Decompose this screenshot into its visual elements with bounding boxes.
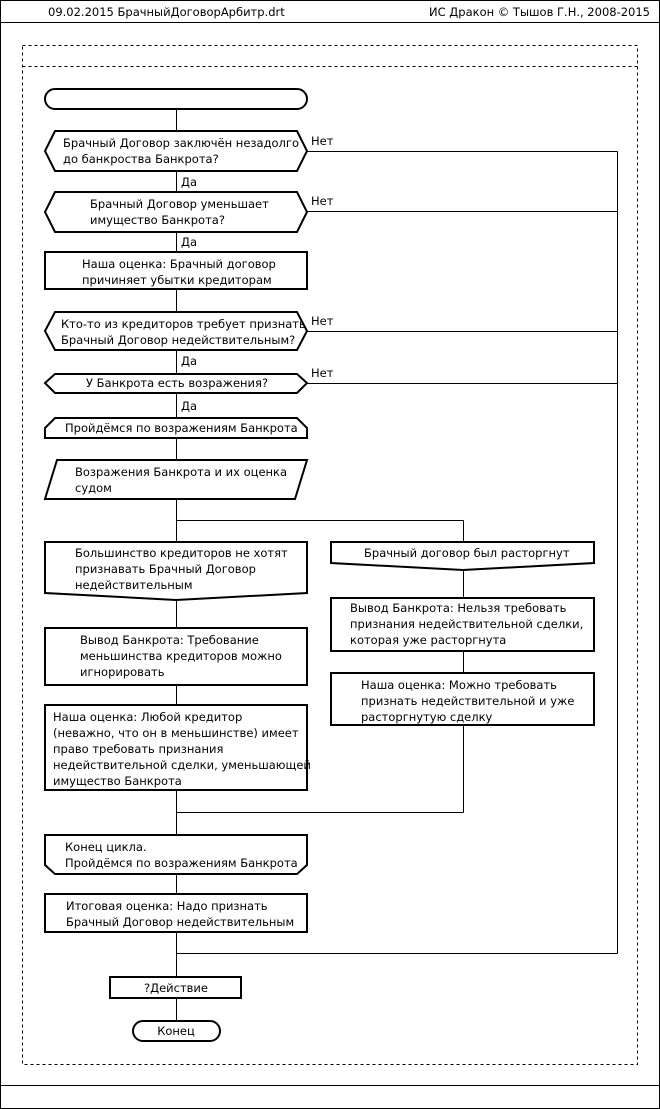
header-copyright-label: ИС Дракон © Тышов Г.Н., 2008-2015: [429, 5, 650, 19]
case2-a2-text-line: расторгнутую сделку: [361, 710, 493, 724]
case1-a1-text-line: игнорировать: [80, 665, 165, 679]
no-label: Нет: [311, 194, 334, 208]
case2-a1-text-line: Вывод Банкрота: Нельзя требовать: [350, 601, 567, 615]
a1-text-line: Наша оценка: Брачный договор: [82, 257, 276, 271]
yes-label: Да: [181, 399, 197, 413]
action-placeholder: [109, 976, 242, 999]
final-text-line: Итоговая оценка: Надо признать: [66, 899, 268, 913]
loop-end: [44, 834, 308, 875]
case1-text-line: Большинство кредиторов не хотят: [75, 546, 288, 560]
q2-text-line: Брачный Договор уменьшает: [90, 197, 269, 211]
action-our-assessment-terminated: [330, 672, 595, 726]
q3-text-line: Брачный Договор недействительным?: [61, 333, 295, 347]
loop-end-text-line: Конец цикла.: [65, 840, 147, 854]
dashed-border: [22, 45, 638, 1065]
io-text-line: судом: [75, 481, 112, 495]
title-icon: [43, 88, 309, 110]
case1-a2-text-line: (неважно, что он в меньшинстве) имеет: [53, 726, 299, 740]
io-objections: [43, 459, 309, 500]
no-label: Нет: [311, 314, 334, 328]
branch-labels: Да Да Да Да Нет Нет Нет Нет: [181, 134, 334, 413]
diagram-texts: Брачный Договор заключён незадолго до бан…: [53, 136, 583, 1038]
case2-a1-text-line: которая уже расторгнута: [350, 633, 506, 647]
action-bankrupt-conclusion-2: [330, 597, 595, 652]
action-our-assessment-losses: [44, 251, 308, 290]
end-terminator: [131, 1020, 222, 1042]
case1-a2-text-line: имущество Банкрота: [53, 774, 182, 788]
case1-text-line: недействительным: [75, 578, 193, 592]
header-file-label: 09.02.2015 БрачныйДоговорАрбитр.drt: [48, 5, 285, 19]
case1-a1-text-line: Вывод Банкрота: Требование: [80, 633, 259, 647]
case1-a2-text-line: Наша оценка: Любой кредитор: [53, 710, 242, 724]
q3-text-line: Кто-то из кредиторов требует признать: [61, 317, 306, 331]
q2-text-line: имущество Банкрота?: [90, 213, 225, 227]
final-text-line: Брачный Договор недействительным: [66, 915, 294, 929]
yes-label: Да: [181, 235, 197, 249]
case1-a2-text-line: недействительной сделки, уменьшающей: [53, 758, 311, 772]
case-majority-creditors: [44, 541, 308, 602]
action-final-assessment: [44, 893, 308, 933]
case1-a2-text-line: право требовать признания: [53, 742, 223, 756]
yes-label: Да: [181, 175, 197, 189]
action-bankrupt-conclusion-1: [44, 627, 308, 686]
end-text-line: Конец: [157, 1024, 195, 1038]
q1-text-line: до банкроства Банкрота?: [63, 152, 219, 166]
q4-text-line: У Банкрота есть возражения?: [86, 376, 268, 390]
case2-a2-text-line: Наша оценка: Можно требовать: [361, 678, 557, 692]
loop-start: [44, 417, 308, 439]
yes-label: Да: [181, 354, 197, 368]
case-contract-terminated: [330, 541, 595, 572]
case2-a2-text-line: признать недействительной и уже: [361, 694, 574, 708]
question-creditor-demands: [43, 311, 309, 351]
a1-text-line: причиняет убытки кредиторам: [82, 273, 272, 287]
action-our-assessment-any-creditor: [44, 704, 308, 791]
io-text-line: Возражения Банкрота и их оценка: [75, 465, 287, 479]
question-married-before-bankruptcy: [43, 130, 309, 172]
no-label: Нет: [311, 134, 334, 148]
case1-a1-text-line: меньшинства кредиторов можно: [80, 649, 282, 663]
loop-start-text-line: Пройдёмся по возражениям Банкрота: [65, 421, 298, 435]
question-reduces-assets: [43, 191, 309, 233]
no-label: Нет: [311, 366, 334, 380]
case1-text-line: признавать Брачный Договор: [75, 562, 256, 576]
loop-end-text-line: Пройдёмся по возражениям Банкрота: [65, 856, 298, 870]
action-text-line: ?Действие: [144, 981, 208, 995]
q1-text-line: Брачный Договор заключён незадолго: [63, 136, 299, 150]
case2-text-line: Брачный договор был расторгнут: [364, 546, 570, 560]
question-bankrupt-objections: [43, 373, 309, 394]
case2-a1-text-line: признания недействительной сделки,: [350, 617, 583, 631]
